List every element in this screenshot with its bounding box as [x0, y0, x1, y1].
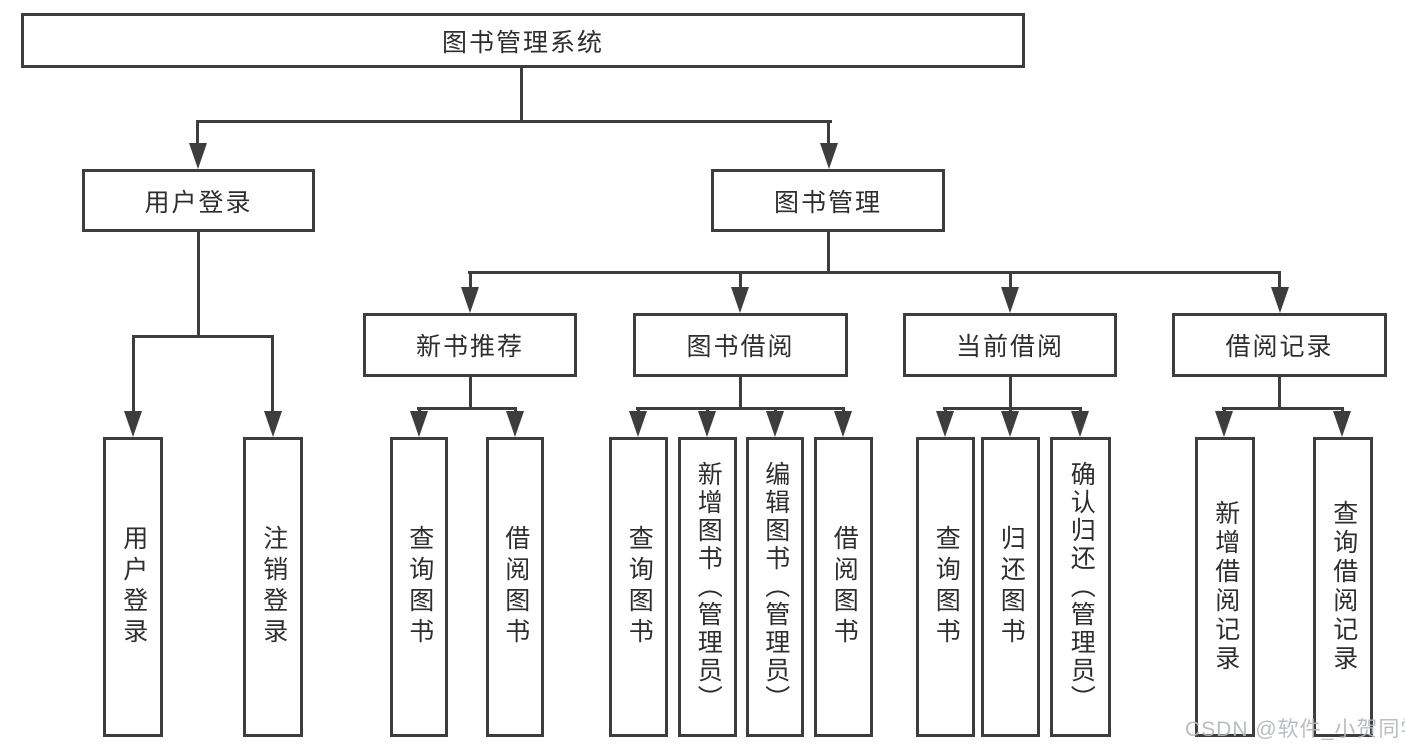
connector-current-bar — [943, 407, 1082, 410]
arrowhead-down-icon — [629, 411, 647, 437]
connector-records-bar — [1222, 407, 1344, 410]
connector-records-stem — [1278, 377, 1281, 410]
connector-login-bar — [132, 335, 274, 338]
connector-mgmt-stem — [827, 232, 830, 274]
arrowhead-down-icon — [698, 411, 716, 437]
arrowhead-down-icon — [1333, 411, 1351, 437]
node-return-book: 归还图书 — [981, 437, 1040, 737]
leaf-label: 归还图书 — [997, 525, 1026, 649]
node-query-book-borrow: 查询图书 — [609, 437, 668, 737]
node-user-login: 用户登录 — [82, 169, 315, 232]
arrowhead-down-icon — [189, 143, 207, 169]
connector-mgmt-drop-3 — [1009, 271, 1012, 291]
arrowhead-down-icon — [820, 143, 838, 169]
arrowhead-down-icon — [1001, 411, 1019, 437]
node-book-borrow: 图书借阅 — [633, 313, 848, 377]
connector-root-drop-left — [196, 120, 199, 148]
connector-root-bar — [196, 120, 832, 123]
leaf-label: 查询图书 — [405, 525, 434, 649]
connector-borrow-bar — [636, 407, 845, 410]
connector-mgmt-drop-1 — [469, 271, 472, 291]
node-borrow-book-recommend: 借阅图书 — [486, 437, 544, 737]
node-query-book-recommend: 查询图书 — [390, 437, 448, 737]
leaf-label: 注销登录 — [259, 525, 288, 649]
connector-recommend-stem — [469, 377, 472, 410]
connector-login-stem — [197, 232, 200, 336]
connector-root-drop-right — [827, 120, 830, 148]
leaf-label: 确认归还（管理员） — [1067, 461, 1096, 713]
connector-mgmt-drop-4 — [1278, 271, 1281, 291]
node-logout: 注销登录 — [243, 437, 303, 737]
node-query-borrow-record: 查询借阅记录 — [1313, 437, 1373, 737]
node-edit-book-admin: 编辑图书（管理员） — [746, 437, 804, 737]
node-borrow-records: 借阅记录 — [1172, 313, 1387, 377]
connector-recommend-bar — [417, 407, 517, 410]
node-add-borrow-record: 新增借阅记录 — [1195, 437, 1255, 737]
leaf-label: 编辑图书（管理员） — [761, 461, 790, 713]
leaf-label: 查询借阅记录 — [1329, 500, 1358, 674]
leaf-label: 新增借阅记录 — [1211, 500, 1240, 674]
arrowhead-down-icon — [1071, 411, 1089, 437]
node-current-borrow: 当前借阅 — [903, 313, 1117, 377]
connector-login-drop-2 — [271, 335, 274, 415]
node-new-book-recommend: 新书推荐 — [363, 313, 577, 377]
node-add-book-admin: 新增图书（管理员） — [678, 437, 737, 737]
leaf-label: 新增图书（管理员） — [694, 461, 723, 713]
connector-mgmt-drop-2 — [739, 271, 742, 291]
arrowhead-down-icon — [1001, 287, 1019, 313]
arrowhead-down-icon — [936, 411, 954, 437]
connector-borrow-stem — [739, 377, 742, 410]
node-user-login-leaf: 用户登录 — [103, 437, 163, 737]
connector-mgmt-bar — [468, 271, 1281, 274]
connector-login-drop-1 — [132, 335, 135, 415]
arrowhead-down-icon — [461, 287, 479, 313]
arrowhead-down-icon — [731, 287, 749, 313]
arrowhead-down-icon — [124, 411, 142, 437]
leaf-label: 借阅图书 — [501, 525, 530, 649]
arrowhead-down-icon — [1215, 411, 1233, 437]
node-book-management: 图书管理 — [711, 169, 945, 232]
arrowhead-down-icon — [410, 411, 428, 437]
arrowhead-down-icon — [264, 411, 282, 437]
leaf-label: 用户登录 — [119, 525, 148, 649]
node-library-system: 图书管理系统 — [21, 13, 1025, 68]
leaf-label: 查询图书 — [932, 525, 961, 649]
node-confirm-return-admin: 确认归还（管理员） — [1050, 437, 1111, 737]
leaf-label: 查询图书 — [625, 525, 654, 649]
connector-root-stem — [520, 68, 523, 123]
node-borrow-book: 借阅图书 — [814, 437, 873, 737]
arrowhead-down-icon — [1271, 287, 1289, 313]
arrowhead-down-icon — [766, 411, 784, 437]
arrowhead-down-icon — [834, 411, 852, 437]
node-query-book-current: 查询图书 — [916, 437, 975, 737]
leaf-label: 借阅图书 — [830, 525, 859, 649]
csdn-watermark: CSDN @软件_小贺同学 — [1185, 718, 1405, 741]
arrowhead-down-icon — [506, 411, 524, 437]
connector-current-stem — [1009, 377, 1012, 410]
